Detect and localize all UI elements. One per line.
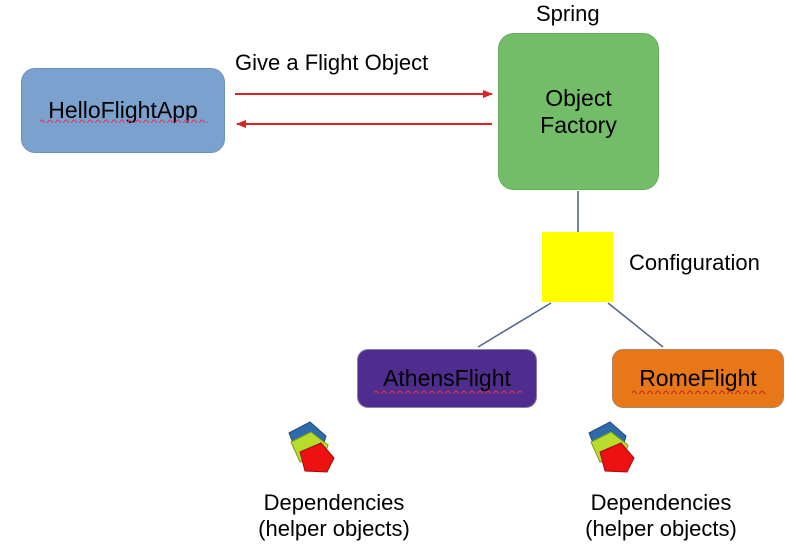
dependency-stack-icon bbox=[288, 421, 335, 473]
node-hello-flight-app[interactable]: HelloFlightApp bbox=[21, 68, 225, 153]
node-hello-flight-app-label: HelloFlightApp bbox=[48, 97, 198, 124]
label-dependencies-right: Dependencies (helper objects) bbox=[585, 490, 737, 542]
label-dependencies-left: Dependencies (helper objects) bbox=[258, 490, 410, 542]
label-give-a-flight-object: Give a Flight Object bbox=[235, 50, 429, 75]
dependency-stack-icon bbox=[588, 421, 635, 473]
node-rome-flight-label: RomeFlight bbox=[639, 365, 757, 392]
node-object-factory-label: Object Factory bbox=[540, 84, 617, 138]
dependency-shape-red bbox=[599, 442, 635, 473]
connector-config-to-athens bbox=[477, 302, 552, 348]
node-rome-flight[interactable]: RomeFlight bbox=[612, 349, 784, 408]
label-configuration: Configuration bbox=[629, 250, 760, 275]
node-configuration-box[interactable] bbox=[542, 232, 613, 302]
connector-config-to-rome bbox=[607, 302, 664, 348]
node-object-factory[interactable]: Object Factory bbox=[498, 33, 659, 190]
dependency-shape-red bbox=[299, 442, 335, 473]
node-athens-flight[interactable]: AthensFlight bbox=[357, 349, 537, 408]
label-spring: Spring bbox=[536, 1, 600, 26]
node-athens-flight-label: AthensFlight bbox=[383, 365, 511, 392]
